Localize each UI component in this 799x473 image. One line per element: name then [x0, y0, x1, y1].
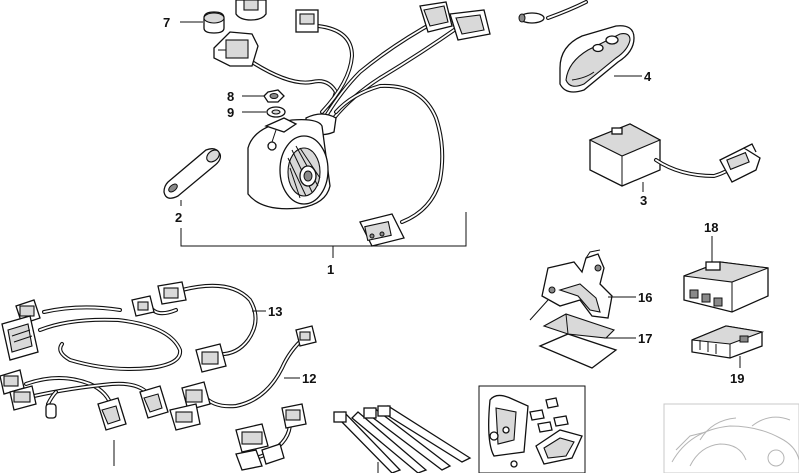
left-wiring-harness — [0, 299, 183, 431]
callout-13: 13 — [268, 304, 282, 319]
callout-16: 16 — [638, 290, 652, 305]
callout-3: 3 — [640, 193, 647, 208]
part-8-nut — [263, 89, 285, 103]
cable-ties — [333, 405, 472, 473]
part-1-siren-harness — [213, 1, 491, 247]
part-7-cap — [203, 11, 225, 34]
part-4-remote-fob — [559, 25, 635, 93]
callout-12: 12 — [302, 371, 316, 386]
callout-8: 8 — [227, 89, 234, 104]
callout-18: 18 — [704, 220, 718, 235]
part-9-washer — [266, 106, 286, 118]
part-2-key-tag — [163, 148, 222, 199]
part-19-connector-insert — [691, 325, 765, 359]
small-parts-kit — [478, 385, 586, 473]
callout-2: 2 — [175, 210, 182, 225]
bottom-connector-harness — [235, 403, 307, 471]
callout-17: 17 — [638, 331, 652, 346]
part-13-adapter-harness — [131, 281, 258, 373]
callout-19: 19 — [730, 371, 744, 386]
part-18-connector-housing — [683, 261, 769, 313]
callout-9: 9 — [227, 105, 234, 120]
callout-7: 7 — [163, 15, 170, 30]
part-12-adapter-harness — [169, 325, 317, 431]
part-17-pad — [538, 313, 618, 369]
callout-4: 4 — [644, 69, 652, 84]
part-16-bracket — [529, 249, 613, 321]
top-connector — [235, 0, 267, 21]
sensor-top-right — [518, 0, 588, 24]
motorcycle-thumbnail — [663, 403, 799, 473]
callout-1: 1 — [327, 262, 334, 277]
part-3-control-module — [588, 123, 761, 187]
